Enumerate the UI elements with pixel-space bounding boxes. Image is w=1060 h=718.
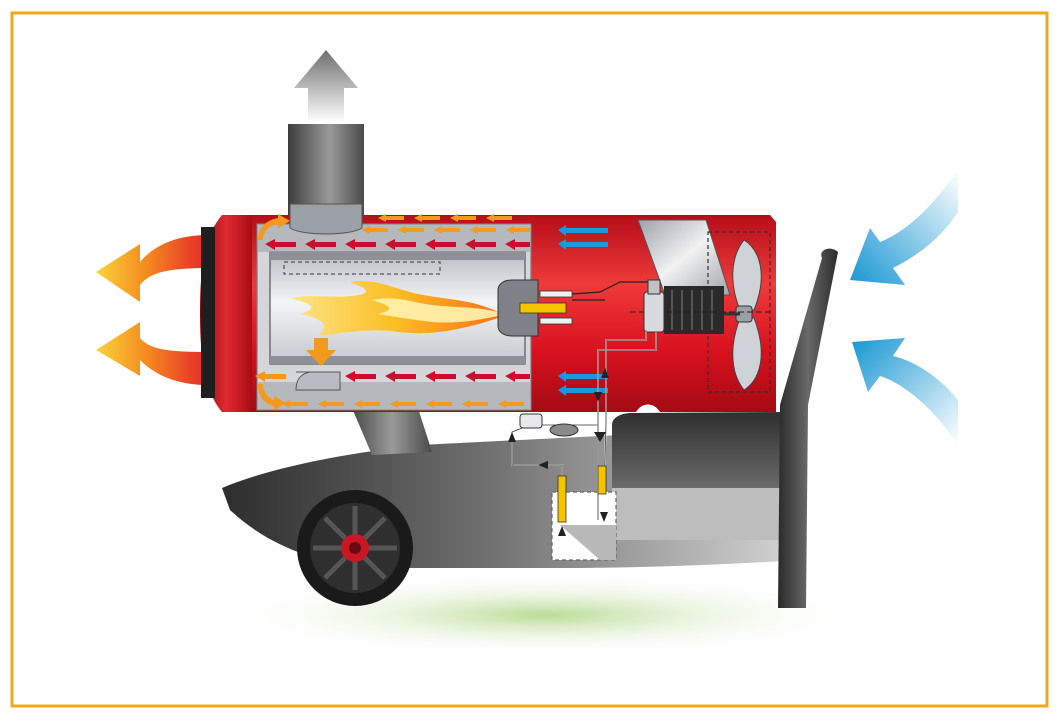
fuel-level	[560, 525, 616, 560]
fuel-pump	[643, 291, 665, 333]
body-support-neck	[352, 408, 432, 455]
fuel-cap	[549, 423, 579, 437]
front-ring	[201, 227, 215, 398]
electrode-lower	[539, 317, 573, 325]
fan-intake-window	[637, 219, 731, 296]
chamber-baffle	[295, 371, 341, 391]
suction-pipe-right	[597, 465, 607, 495]
burner-nozzle	[519, 302, 567, 314]
fuel-pump-top	[647, 279, 661, 295]
cold-air-arrow-icon	[852, 338, 958, 445]
electrode-upper	[539, 290, 573, 298]
fuel-filter	[519, 413, 543, 429]
exhaust-arrow-icon	[294, 50, 358, 122]
cold-air-arrow-icon	[850, 170, 958, 285]
chimney-collar	[289, 203, 363, 235]
inner-dashed-line	[283, 261, 441, 275]
chassis-rear-panel	[612, 488, 800, 540]
burner-head	[497, 279, 539, 337]
inner-heat-arrows-top	[265, 239, 530, 250]
diagram-frame	[10, 11, 1049, 708]
wheel-icon	[297, 490, 413, 606]
chassis-rear-block	[612, 412, 790, 488]
flame-core	[372, 298, 498, 323]
cold-air-inner-arrows	[558, 225, 608, 396]
inner-heat-arrows-top-orange	[258, 214, 530, 240]
motor	[664, 286, 724, 334]
handle	[778, 248, 838, 608]
suction-pipe-left	[557, 475, 567, 523]
chamber-band-top	[270, 252, 525, 260]
ignition-wire	[571, 281, 650, 295]
flow-down-arrow-icon	[306, 338, 336, 366]
inner-heat-arrows-bottom	[345, 371, 530, 382]
inner-heat-arrows-bottom-orange	[255, 371, 524, 410]
hot-air-arrow-icon	[96, 322, 208, 385]
motor-fins	[671, 290, 713, 330]
hot-air-arrow-icon	[96, 235, 208, 302]
fan-icon	[732, 239, 762, 391]
fuel-lines	[511, 330, 657, 520]
fuel-flow-arrows	[508, 368, 609, 536]
chamber-band-bottom	[270, 356, 525, 364]
